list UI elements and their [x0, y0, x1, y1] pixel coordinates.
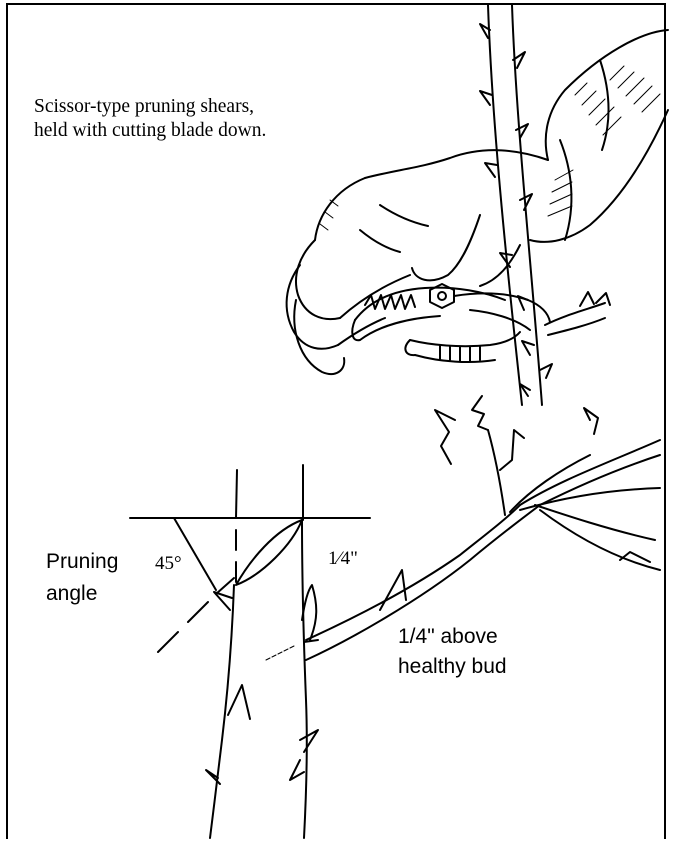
caption-line-1: Scissor-type pruning shears,	[34, 95, 354, 119]
above-bud-label: 1/4" above healthy bud	[398, 622, 507, 683]
angle-degrees-label: 45°	[155, 553, 182, 575]
cut-side-shoot-upper	[545, 292, 610, 335]
quarter-inch-label: 1⁄4"	[328, 548, 358, 570]
rose-cane-lower	[206, 520, 318, 838]
bud-stipple	[266, 646, 294, 660]
cut-extension-dashed-line	[158, 578, 234, 652]
hand-with-sleeve	[287, 30, 668, 374]
pruning-angle-line-1: Pruning	[46, 546, 118, 578]
above-bud-line-1: 1/4" above	[398, 622, 507, 652]
vertical-dashed-line	[236, 470, 237, 582]
side-branch	[304, 396, 660, 660]
caption-line-2: held with cutting blade down.	[34, 119, 354, 143]
pruning-shears	[352, 284, 550, 362]
pruning-angle-label: Pruning angle	[46, 546, 118, 609]
pruning-angle-line-2: angle	[46, 578, 118, 610]
illustration-caption: Scissor-type pruning shears, held with c…	[34, 95, 354, 143]
above-bud-line-2: healthy bud	[398, 652, 507, 682]
